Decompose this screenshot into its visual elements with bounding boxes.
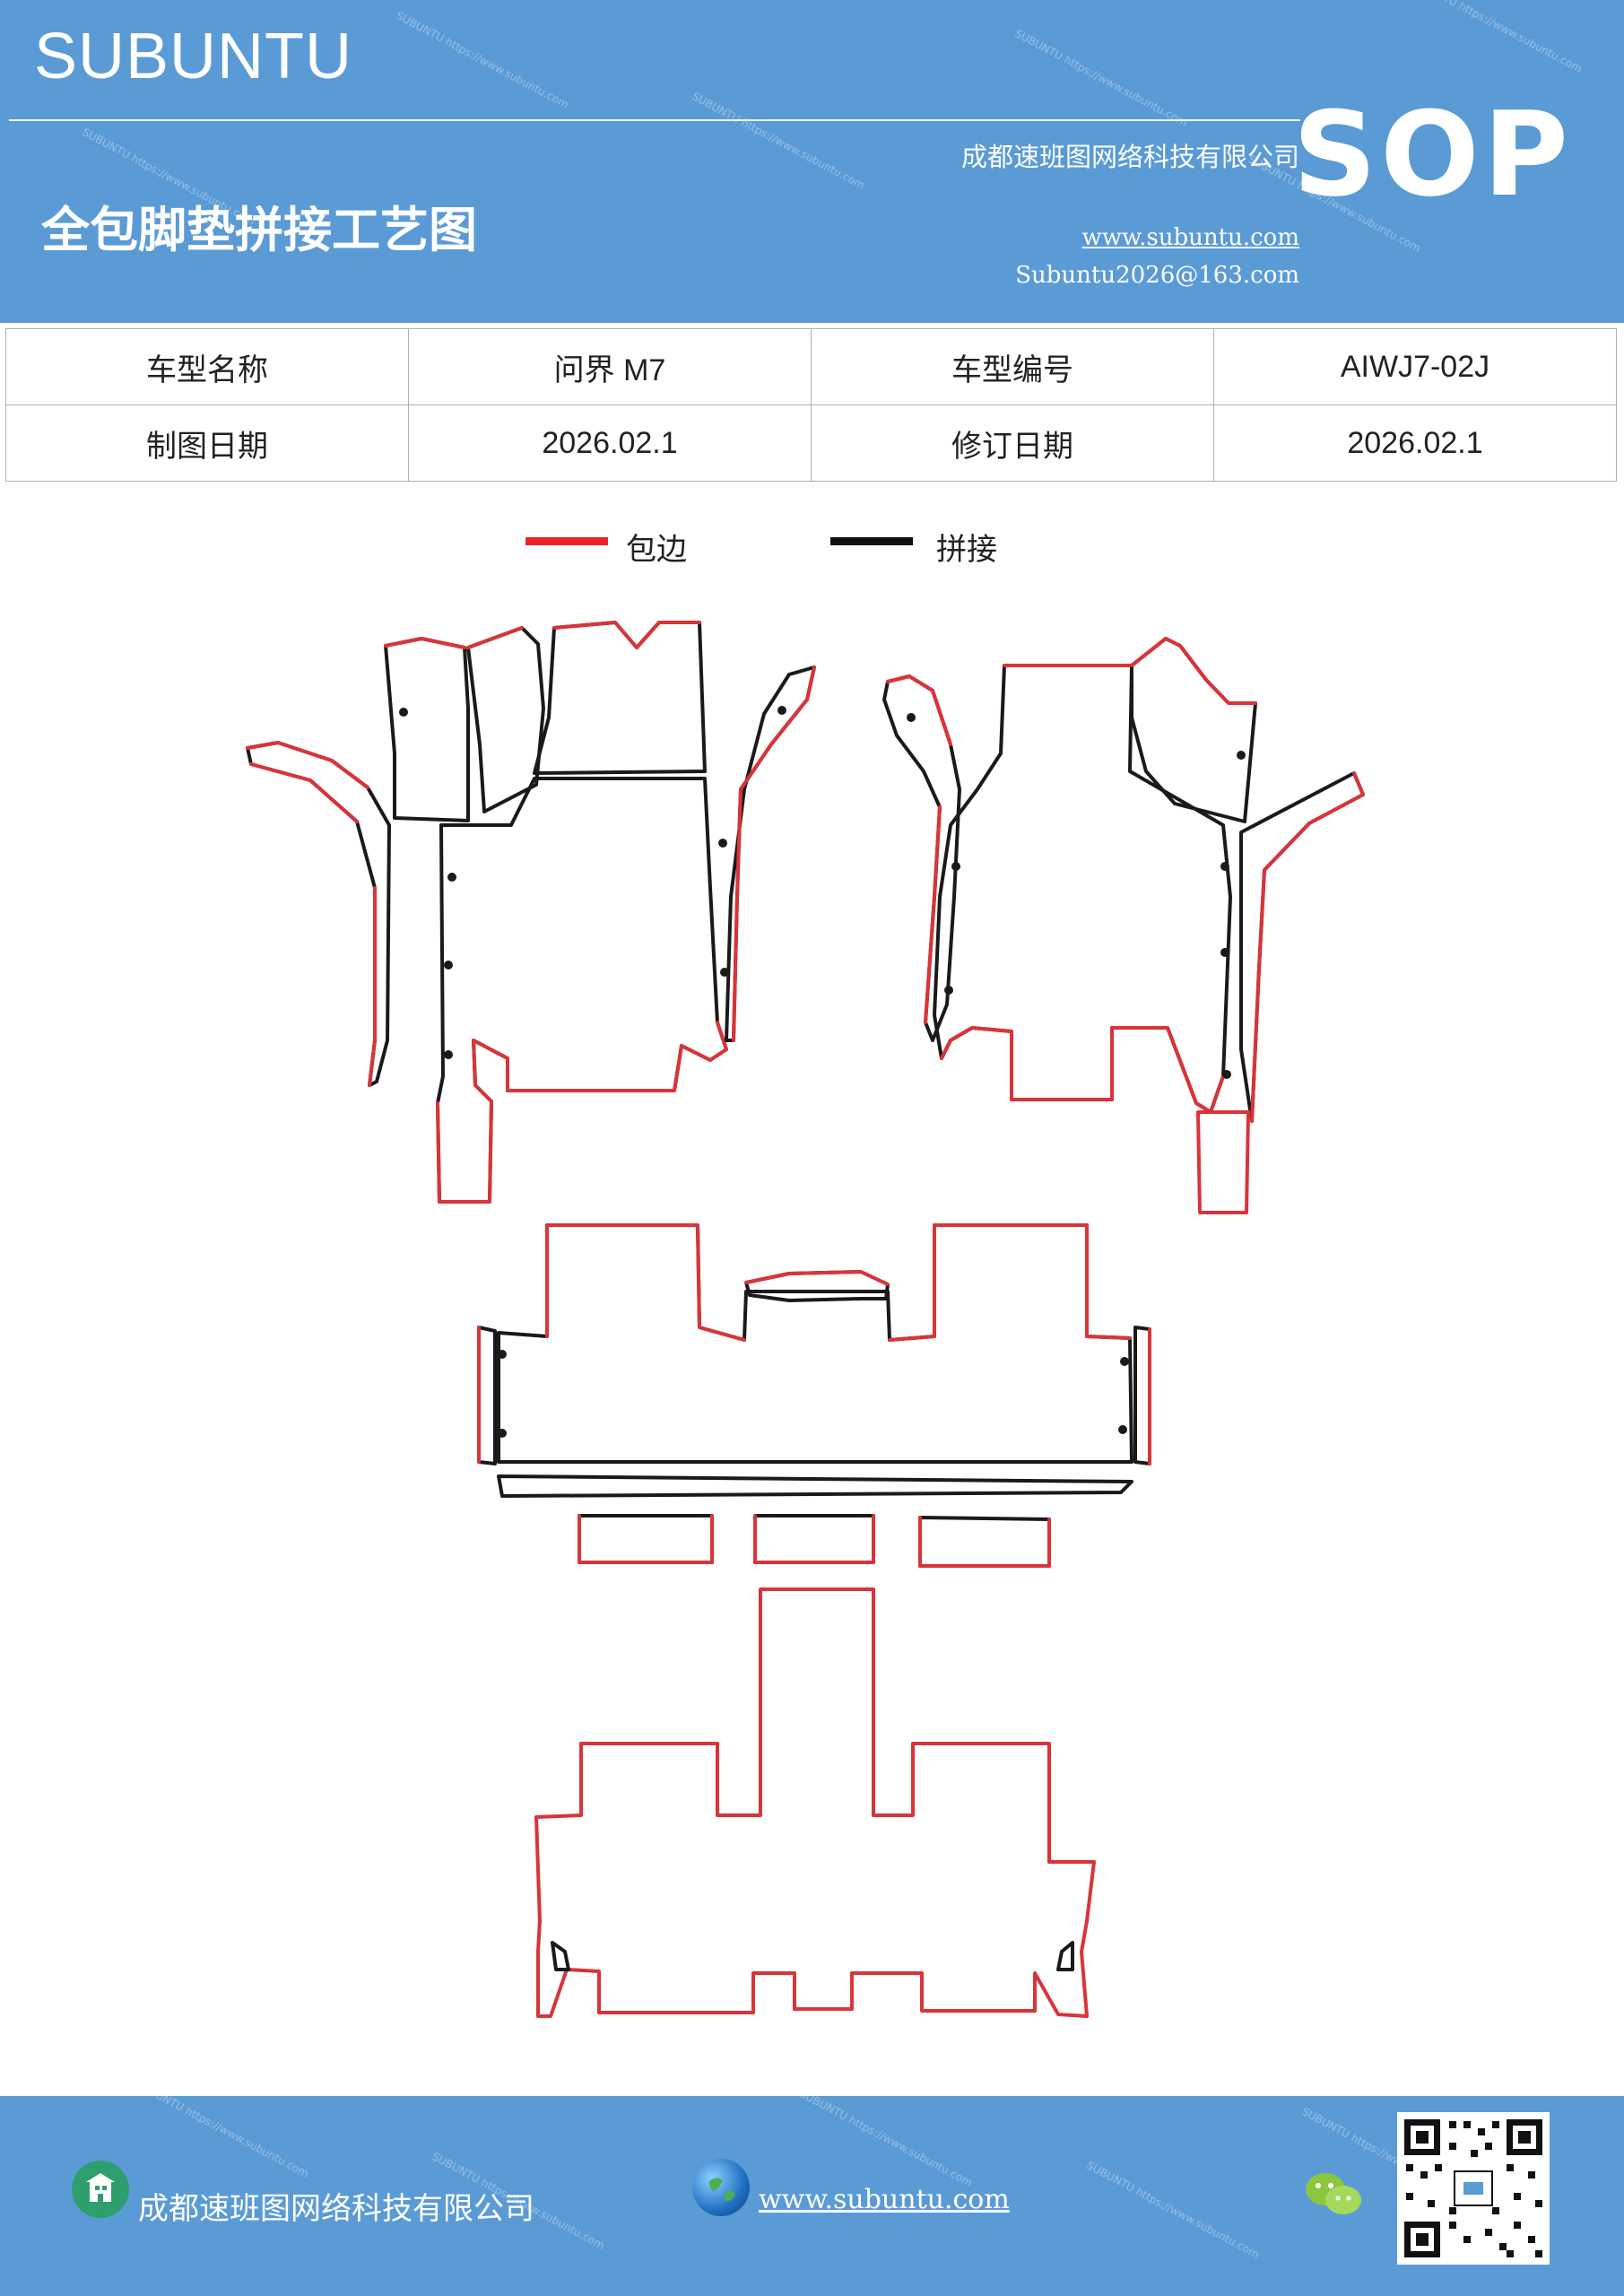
watermark: SUBUNTU https://www.subuntu.com [797,2096,975,2189]
footer-banner: SUBUNTU https://www.subuntu.com SUBUNTU … [0,2096,1624,2296]
header-company: 成都速班图网络科技有限公司 [960,142,1299,172]
table-cell: 2026.02.1 [1213,404,1617,482]
globe-icon [692,2159,750,2216]
front-right-mat [882,637,1365,1214]
table-row: 车型名称 问界 M7 车型编号 AIWJ7-02J [5,328,1617,405]
table-cell: 修订日期 [811,404,1214,482]
table-cell: 问界 M7 [408,328,812,405]
watermark: SUBUNTU https://www.subuntu.com [134,2096,311,2180]
header-website-link[interactable]: www.subuntu.com [1081,224,1300,251]
legend-swatch-seam [830,537,913,545]
legend: 包边 拼接 [525,525,1081,570]
header-banner: SUBUNTU https://www.subuntu.com SUBUNTU … [0,0,1624,323]
header-divider [9,119,1300,121]
brand-name: SUBUNTU [34,21,353,92]
footer-company: 成都速班图网络科技有限公司 [138,2191,534,2227]
watermark: SUBUNTU https://www.subuntu.com [1084,2159,1262,2261]
building-icon [72,2161,129,2218]
snap-dots [399,706,1246,1438]
floor-mat-diagram [246,621,1365,2018]
table-cell: AIWJ7-02J [1213,328,1617,405]
front-left-mat [246,621,816,1204]
rear-row-mat [534,1587,1096,2018]
qr-code[interactable] [1397,2112,1550,2265]
footer-website-link[interactable]: www.subuntu.com [759,2184,1010,2215]
wechat-icon[interactable] [1304,2170,1363,2220]
legend-swatch-edging [525,537,608,545]
middle-row-mat [477,1223,1151,1568]
legend-label-edging: 包边 [626,532,687,568]
table-cell: 车型编号 [811,328,1214,405]
legend-label-seam: 拼接 [936,532,997,568]
document-title: 全包脚垫拼接工艺图 [41,201,477,258]
vehicle-info-table: 车型名称 问界 M7 车型编号 AIWJ7-02J 制图日期 2026.02.1… [5,328,1617,482]
table-cell: 车型名称 [5,328,409,405]
table-cell: 制图日期 [5,404,409,482]
table-row: 制图日期 2026.02.1 修订日期 2026.02.1 [5,404,1617,482]
header-email[interactable]: Subuntu2026@163.com [1015,262,1299,289]
sop-label: SOP [1292,86,1572,222]
table-cell: 2026.02.1 [408,404,812,482]
